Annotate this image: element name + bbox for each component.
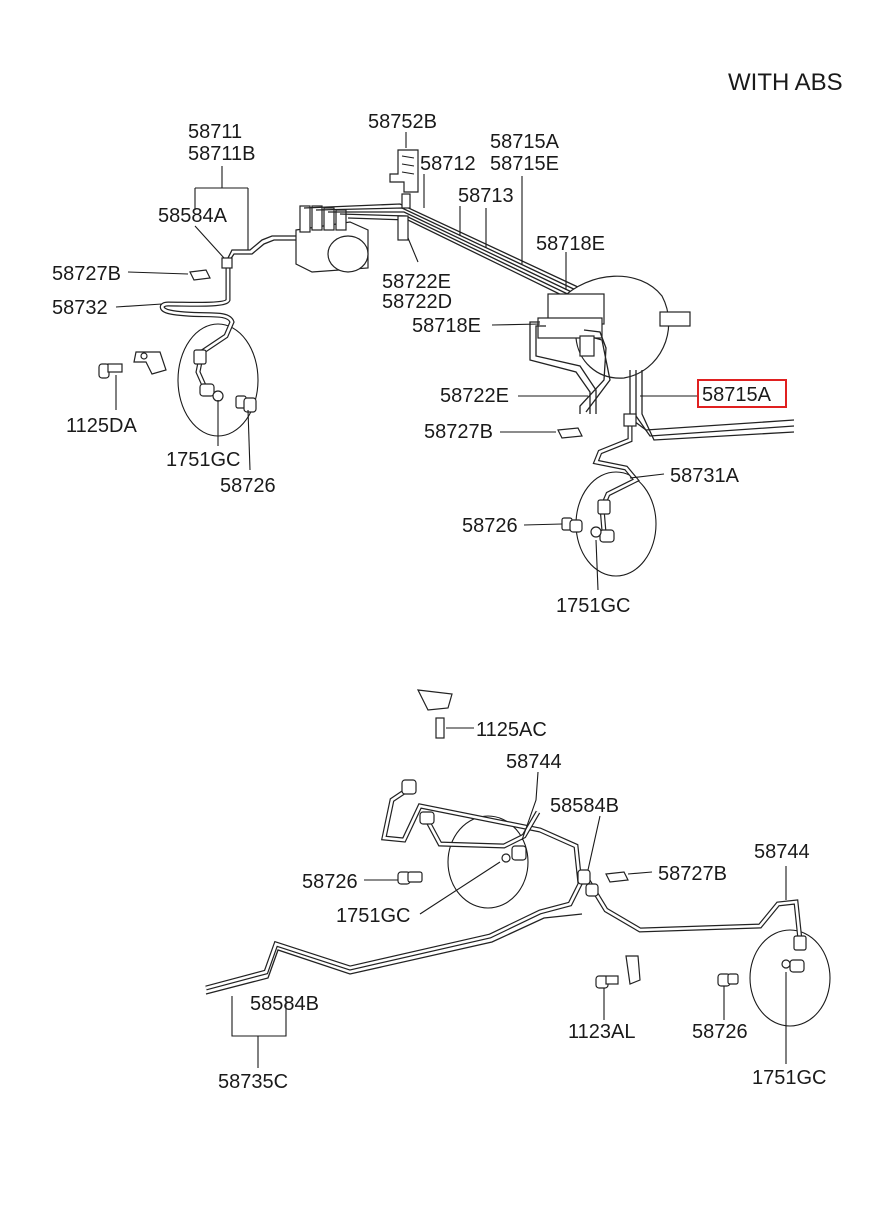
master-cylinder (529, 275, 691, 414)
part-label: 1123AL (568, 1021, 635, 1043)
part-label: 58711B (188, 143, 255, 165)
pipe-clip-icon (389, 149, 419, 209)
part-label: 58752B (368, 111, 437, 133)
clip-icon (557, 427, 583, 439)
rear-bracket-bolt (416, 689, 453, 739)
bleeder-bolt-icon (717, 973, 739, 987)
bolt-icon (98, 363, 123, 379)
rear-right-brake-assembly (577, 869, 831, 1027)
part-label: 58722E (440, 385, 509, 407)
main-brake-pipes (629, 370, 795, 441)
part-label: 58584A (158, 205, 228, 227)
bleeder-bolt-icon (235, 395, 257, 413)
part-label: 58722D (382, 291, 452, 313)
part-label: 58584B (250, 993, 319, 1015)
part-label: 58731A (670, 465, 740, 487)
bolt-icon (435, 717, 445, 739)
part-label: 1125DA (66, 415, 137, 437)
part-labels: 58711 58711B 58584A 58727B 58732 1125DA … (52, 111, 827, 1093)
part-label: 58722E (382, 271, 451, 293)
bleeder-bolt-icon (397, 871, 423, 885)
part-label: 58732 (52, 297, 108, 319)
part-label: 1751GC (556, 595, 631, 617)
abs-hydraulic-unit (295, 205, 369, 273)
highlighted-part-label[interactable]: 58715A (702, 384, 772, 406)
part-label: 58713 (458, 185, 514, 207)
part-label: 58744 (754, 841, 810, 863)
part-label: 58727B (52, 263, 121, 285)
bleeder-bolt-icon (561, 517, 583, 533)
part-label: 58726 (302, 871, 358, 893)
part-label: 58727B (658, 863, 727, 885)
part-label: 58715A (490, 131, 560, 153)
part-label: 58726 (692, 1021, 748, 1043)
part-label: 1751GC (336, 905, 411, 927)
clip-bracket-icon (133, 351, 167, 375)
rear-left-brake-assembly (205, 779, 583, 995)
part-label: 58712 (420, 153, 476, 175)
part-label: 58718E (412, 315, 481, 337)
part-label: 1751GC (752, 1067, 827, 1089)
part-label: 1751GC (166, 449, 241, 471)
part-label: 58584B (550, 795, 619, 817)
diagram-title: WITH ABS (728, 69, 843, 96)
front-right-brake-assembly (557, 413, 657, 577)
part-label: 1125AC (476, 719, 547, 741)
part-label: 58718E (536, 233, 605, 255)
part-label: 58727B (424, 421, 493, 443)
highlight-box (697, 379, 787, 408)
bolt-clip-icon (595, 955, 641, 989)
part-label: 58744 (506, 751, 562, 773)
part-label: 58735C (218, 1071, 288, 1093)
brake-pipe-bundle (303, 203, 581, 305)
front-left-brake-assembly (98, 235, 296, 437)
clip-icon (189, 269, 211, 281)
part-label: 58726 (462, 515, 518, 537)
part-label: 58711 (188, 121, 242, 143)
part-label: 58715E (490, 153, 559, 175)
clip-icon (605, 871, 629, 883)
leader-lines (115, 132, 787, 1068)
part-label: 58726 (220, 475, 276, 497)
bracket-icon (416, 689, 453, 711)
